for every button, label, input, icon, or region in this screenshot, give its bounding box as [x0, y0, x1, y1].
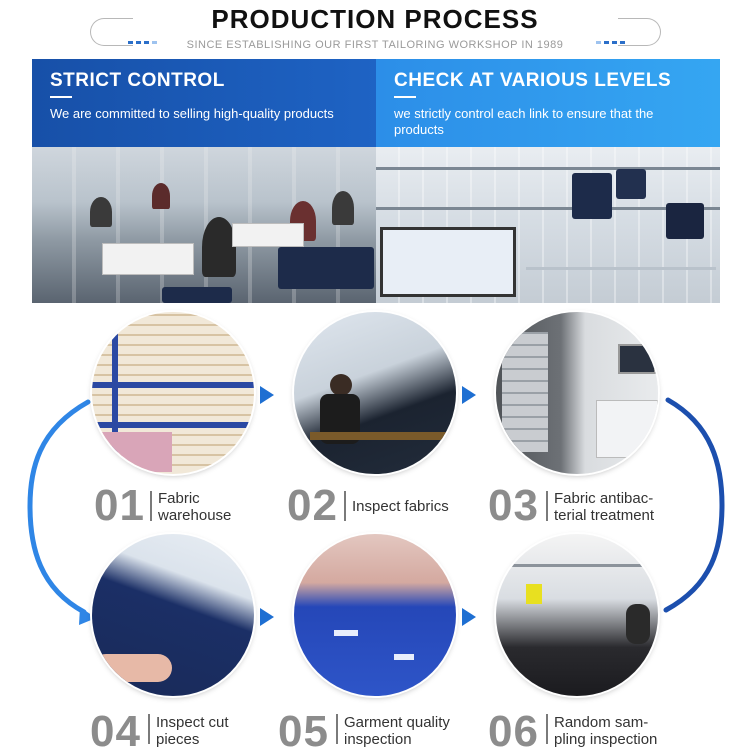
label-divider [546, 714, 548, 744]
label-divider [344, 491, 346, 521]
sewing-workshop-photo [32, 147, 376, 303]
label-divider [546, 491, 548, 521]
label-divider [148, 714, 150, 744]
step-label: Garment quality [344, 714, 450, 731]
strict-control-banner: STRICT CONTROL We are committed to selli… [32, 59, 377, 147]
antibacterial-treatment-photo [496, 312, 658, 474]
step-label: Inspect cut [156, 714, 229, 731]
left-dots-ornament [128, 41, 157, 44]
step-label: pling inspection [554, 731, 658, 748]
check-levels-banner: CHECK AT VARIOUS LEVELS we strictly cont… [376, 59, 720, 147]
garment-inspection-photo [294, 534, 456, 696]
arrow-right-icon [260, 608, 274, 626]
heading-underline [50, 96, 72, 98]
step-number: 05 [278, 707, 329, 756]
right-bracket-ornament [618, 18, 661, 46]
step-number: 06 [488, 707, 539, 756]
left-bracket-ornament [90, 18, 133, 46]
step-number: 03 [488, 481, 539, 530]
step-label: inspection [344, 731, 412, 748]
arrow-right-icon [462, 386, 476, 404]
banner-heading: CHECK AT VARIOUS LEVELS [394, 70, 672, 91]
step-number: 02 [287, 481, 338, 530]
banner-text: we strictly control each link to ensure … [394, 106, 654, 137]
page-title: PRODUCTION PROCESS [211, 4, 539, 34]
right-dots-ornament [596, 41, 625, 44]
garment-conveyor-photo [376, 147, 720, 303]
inspect-fabrics-photo [294, 312, 456, 474]
step-number: 04 [90, 707, 141, 756]
step-label: Inspect fabrics [352, 498, 449, 515]
cut-pieces-photo [92, 534, 254, 696]
banner-text: We are committed to selling high-quality… [50, 106, 334, 121]
sampling-inspection-photo [496, 534, 658, 696]
step-label: warehouse [158, 507, 232, 524]
arrow-right-icon [462, 608, 476, 626]
step-label: Random sam- [554, 714, 649, 731]
label-divider [150, 491, 152, 521]
step-label: Fabric antibac- [554, 490, 654, 507]
step-number: 01 [94, 481, 145, 530]
label-divider [336, 714, 338, 744]
arrow-right-icon [260, 386, 274, 404]
step-label: terial treatment [554, 507, 655, 524]
step-label: pieces [156, 731, 200, 748]
page-subtitle: SINCE ESTABLISHING OUR FIRST TAILORING W… [186, 39, 564, 51]
banner-heading: STRICT CONTROL [50, 70, 225, 91]
heading-underline [394, 96, 416, 98]
fabric-warehouse-photo [92, 312, 254, 474]
step-label: Fabric [158, 490, 200, 507]
